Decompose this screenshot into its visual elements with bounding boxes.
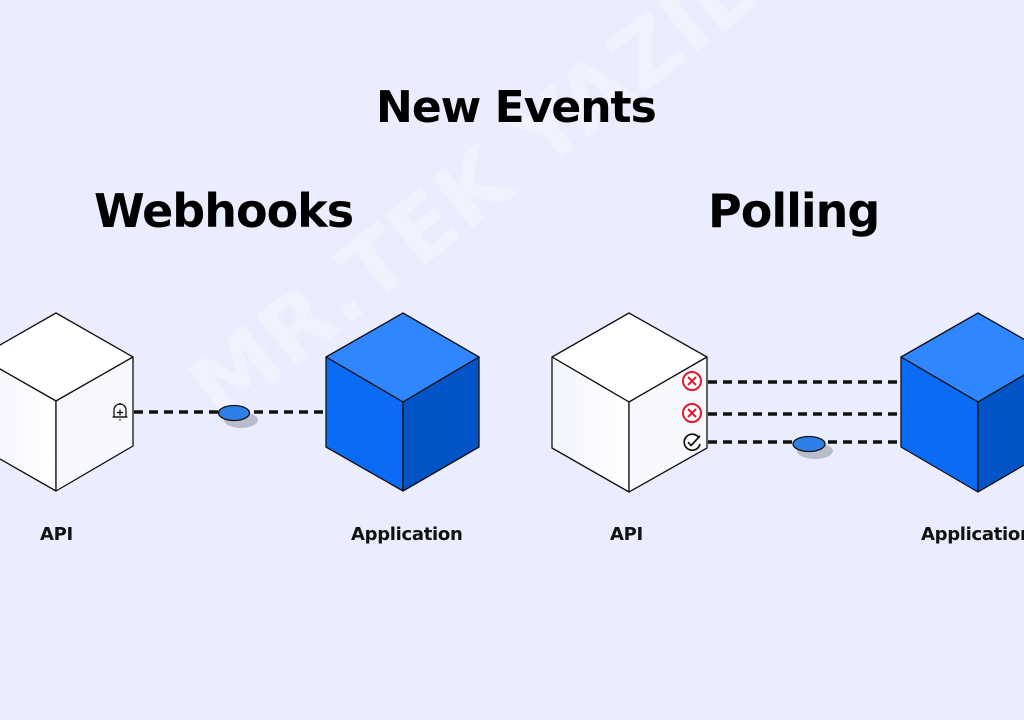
- webhooks-application-label: Application: [351, 524, 463, 545]
- cube-right-face: [628, 356, 708, 493]
- webhooks-api-label: API: [40, 524, 73, 545]
- polling-application-cube: [900, 312, 1024, 493]
- bell-plus-icon: [112, 403, 128, 421]
- check-circle-icon: [683, 433, 701, 452]
- webhooks-event-dot: [217, 404, 258, 428]
- polling-api-cube: [551, 312, 708, 493]
- webhooks-api-cube: [0, 312, 134, 492]
- webhooks-heading: Webhooks: [94, 184, 354, 238]
- cube-right-face: [402, 356, 480, 492]
- polling-application-label: Application: [921, 524, 1024, 545]
- cube-right-face: [977, 374, 1024, 493]
- webhooks-application-cube: [325, 312, 480, 492]
- polling-event-dot: [792, 435, 833, 459]
- polling-api-label: API: [610, 524, 643, 545]
- x-circle-icon: [682, 371, 702, 391]
- cube-right-face: [55, 356, 134, 492]
- page-title: New Events: [376, 82, 657, 133]
- x-circle-icon: [682, 403, 702, 423]
- polling-heading: Polling: [708, 184, 880, 238]
